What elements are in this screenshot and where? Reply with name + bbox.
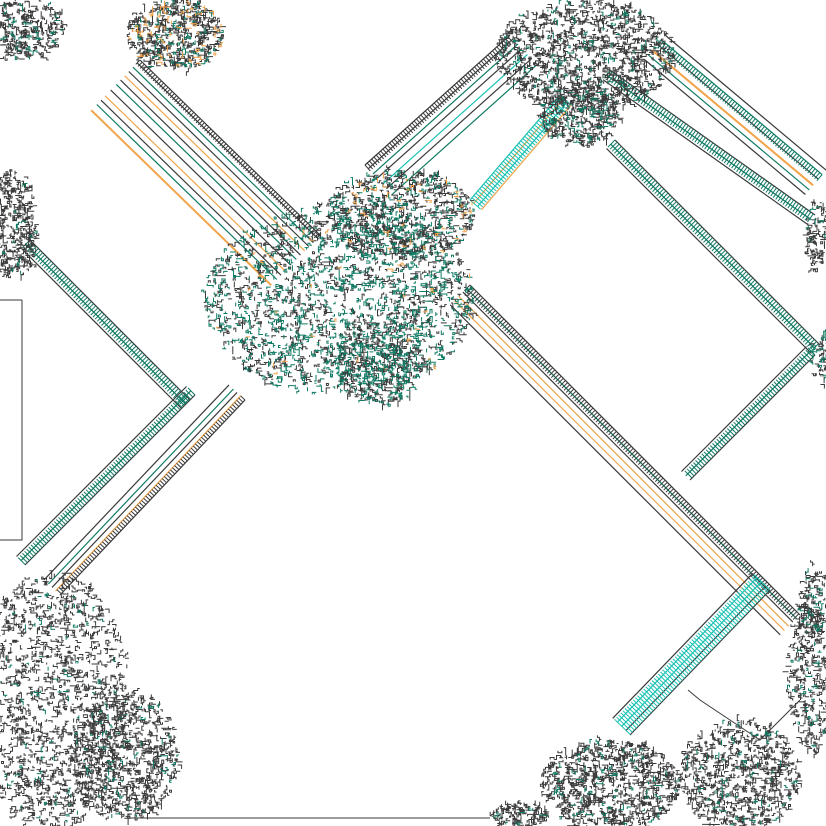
noise-teal: [805, 206, 826, 242]
stripe-band: [43, 384, 246, 596]
stripe-line: [376, 47, 523, 179]
noise-cluster: [0, 570, 134, 826]
noise-cluster: [0, 0, 68, 61]
stripe-line: [139, 59, 321, 236]
stripe-line: [124, 75, 306, 252]
noise-dark: [0, 169, 40, 281]
noise-teal: [685, 719, 799, 826]
stripe-line: [96, 104, 278, 280]
noise-cluster: [795, 560, 826, 635]
noise-accent: [347, 172, 473, 251]
stripe-line: [90, 109, 272, 286]
frame-line: [0, 300, 23, 541]
noise-cluster: [536, 79, 624, 148]
noise-teal: [133, 0, 224, 69]
stripe-line: [602, 79, 809, 226]
noise-teal: [807, 329, 826, 380]
stripe-line: [24, 394, 196, 566]
stripe-band: [21, 239, 191, 409]
stripe-hatching: [56, 395, 246, 595]
noise-dark: [536, 79, 624, 148]
stripe-line: [132, 66, 314, 243]
stripe-hatching: [22, 239, 190, 407]
noise-accent: [128, 0, 224, 67]
stripe-hatching: [614, 574, 771, 735]
stripe-line: [381, 53, 528, 185]
stripe-line: [612, 572, 754, 719]
noise-teal: [541, 88, 620, 145]
noise-cluster: [493, 0, 676, 116]
stripe-line: [647, 54, 810, 191]
noise-dark: [0, 0, 68, 61]
stripe-line: [51, 391, 238, 588]
stripe-line: [47, 388, 234, 585]
noise-teal: [2, 182, 38, 275]
stripe-line: [462, 291, 794, 623]
noise-cluster: [489, 800, 550, 826]
stripe-line: [681, 346, 807, 472]
stripe-band: [644, 34, 826, 195]
noise-cluster: [126, 0, 226, 76]
stripe-hatching: [17, 387, 196, 566]
noise-teal: [499, 0, 675, 109]
noise-teal: [74, 690, 179, 818]
stripe-line: [115, 83, 297, 260]
noise-teal: [0, 1, 63, 61]
stripe-line: [104, 95, 286, 272]
stripe-line: [128, 71, 310, 247]
stripe-line: [458, 295, 790, 627]
noise-cluster: [678, 714, 803, 826]
stripe-line: [110, 89, 292, 266]
stripe-line: [120, 79, 301, 256]
noise-cluster: [333, 309, 429, 411]
stripe-line: [606, 148, 812, 354]
stripe-line: [55, 395, 242, 592]
noise-cluster: [802, 199, 826, 273]
noise-cluster: [0, 169, 40, 281]
stripe-line: [59, 399, 246, 596]
noise-cluster: [807, 329, 826, 389]
stripe-line: [29, 239, 191, 401]
stripe-line: [100, 99, 282, 276]
stripe-hatching: [607, 139, 819, 352]
noise-cluster: [539, 735, 682, 826]
stripe-line: [21, 248, 182, 409]
noise-teal: [493, 807, 548, 826]
stripe-band: [612, 572, 771, 736]
stripe-line: [449, 304, 781, 636]
noise-teal: [552, 739, 680, 826]
stripe-line: [372, 43, 519, 175]
stripe-line: [651, 49, 814, 187]
noise-cluster: [68, 684, 183, 825]
noise-teal: [328, 169, 475, 260]
noise-teal: [334, 315, 429, 407]
stripe-line: [664, 34, 826, 171]
thin-frame-lines: [0, 227, 801, 819]
noise-dark: [795, 560, 826, 635]
stripe-line: [43, 384, 230, 581]
stripe-band: [606, 139, 821, 354]
stripe-band: [449, 284, 801, 636]
stripe-line: [644, 59, 806, 195]
stripe-hatching: [469, 94, 571, 210]
noise-teal: [201, 199, 475, 398]
stripe-line: [391, 64, 538, 196]
noise-cluster: [325, 165, 476, 266]
stripe-line: [364, 34, 511, 166]
stripe-line: [453, 300, 785, 632]
frame-line: [687, 689, 801, 741]
stripe-line: [16, 386, 187, 557]
stripe-band: [16, 386, 196, 566]
noise-teal: [797, 568, 825, 632]
